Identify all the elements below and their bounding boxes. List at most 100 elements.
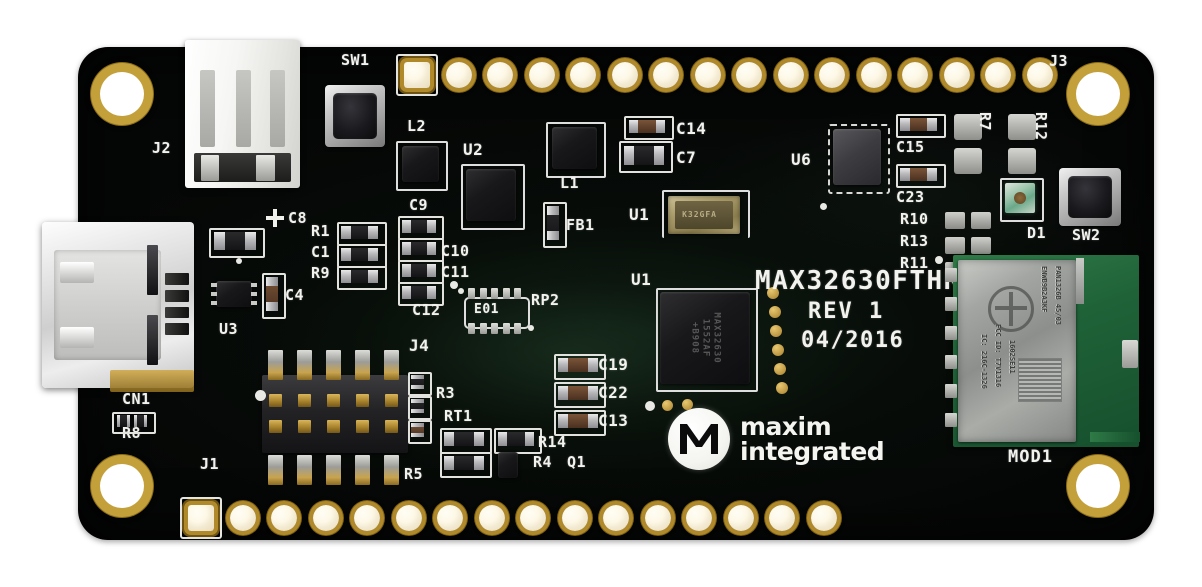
header-pin-bottom-15[interactable] xyxy=(769,505,795,531)
usb-solder-tab-bottom xyxy=(146,314,158,365)
usb-solder-tab-top xyxy=(146,245,158,296)
module-solder-pad-2 xyxy=(945,297,957,311)
inner-header-pin-r1-c5[interactable] xyxy=(385,394,398,407)
inner-header-pin-r2-c5[interactable] xyxy=(385,420,398,433)
inner-header-pin-r1-c4[interactable] xyxy=(356,394,369,407)
pad-outline-c4 xyxy=(262,273,286,319)
component-c1 xyxy=(341,248,378,261)
mounting-hole-top-right xyxy=(1076,72,1120,116)
pad-outline-c12 xyxy=(398,282,444,306)
pad-outline-x1 xyxy=(662,190,750,238)
jst-battery-connector[interactable] xyxy=(185,40,300,188)
header-pin-top-6[interactable] xyxy=(612,62,638,88)
header-pin-bottom-3[interactable] xyxy=(271,505,297,531)
rp2-pad-top-1 xyxy=(468,288,475,299)
header-pin-top-13[interactable] xyxy=(902,62,928,88)
module-solder-pad-6 xyxy=(945,413,957,427)
inner-header-tail-bottom-2 xyxy=(297,455,312,485)
designator-c7: C7 xyxy=(676,148,697,167)
designator-c22: C22 xyxy=(598,383,629,402)
component-u1-mcu: MAX32630 1552AF +B908 xyxy=(660,292,750,384)
pad-outline-c13 xyxy=(624,116,674,140)
header-pin-bottom-10[interactable] xyxy=(562,505,588,531)
header-pin-bottom-5[interactable] xyxy=(354,505,380,531)
module-pcb-edge xyxy=(1090,432,1140,442)
maxim-logo-mark xyxy=(680,424,718,454)
via-j1 xyxy=(255,390,266,401)
usb-pin-fin-4 xyxy=(165,323,190,335)
jst-slot-3 xyxy=(270,69,286,147)
via-c12 xyxy=(450,281,458,289)
component-u3-ic xyxy=(216,281,252,307)
header-pin-bottom-9[interactable] xyxy=(520,505,546,531)
designator-l1: L1 xyxy=(560,174,580,192)
header-pin-top-5[interactable] xyxy=(570,62,596,88)
micro-usb-connector[interactable] xyxy=(42,222,194,388)
header-pin-bottom-6[interactable] xyxy=(396,505,422,531)
header-pin-bottom-2[interactable] xyxy=(230,505,256,531)
maxim-brand-line1: maxim xyxy=(740,412,832,441)
header-pin-bottom-4[interactable] xyxy=(313,505,339,531)
designator-j4: J4 xyxy=(409,336,430,355)
header-pin-bottom-7[interactable] xyxy=(437,505,463,531)
u1-via-5 xyxy=(774,363,786,375)
header-pin-top-16[interactable] xyxy=(1027,62,1053,88)
designator-sw1: SW1 xyxy=(341,51,370,69)
header-pin-top-4[interactable] xyxy=(529,62,555,88)
rp2-pad-bottom-4 xyxy=(503,323,510,334)
header-pin-top-2[interactable] xyxy=(446,62,472,88)
header-pin-top-11[interactable] xyxy=(819,62,845,88)
designator-rt1: FB1 xyxy=(566,216,595,234)
header-pin-bottom-13[interactable] xyxy=(686,505,712,531)
inner-header-pin-r1-c1[interactable] xyxy=(269,394,282,407)
header-pin-bottom-12[interactable] xyxy=(645,505,671,531)
module-shield-line2: ENWB9B2A3KF xyxy=(1040,266,1048,313)
inner-header-pin-r2-c2[interactable] xyxy=(298,420,311,433)
inner-header-body[interactable] xyxy=(262,375,408,453)
jst-pin-1 xyxy=(201,155,220,181)
component-c4 xyxy=(266,277,278,311)
header-pin-top-8[interactable] xyxy=(695,62,721,88)
designator-c8: C8 xyxy=(288,209,308,227)
mounting-hole-bottom-right xyxy=(1076,464,1120,508)
designator-c13: C14 xyxy=(676,119,707,138)
inner-header-pin-r1-c2[interactable] xyxy=(298,394,311,407)
inner-header-tail-bottom-3 xyxy=(326,455,341,485)
header-pin-top-3[interactable] xyxy=(487,62,513,88)
header-pin-top-12[interactable] xyxy=(861,62,887,88)
header-pin-top-14[interactable] xyxy=(944,62,970,88)
component-d1-rgb-led xyxy=(1005,183,1035,213)
inner-header-tail-top-4 xyxy=(355,350,370,380)
designator-x1: U1 xyxy=(629,205,650,224)
pad-outline-rt1 xyxy=(543,202,567,248)
designator-c12: C12 xyxy=(412,301,441,319)
maxim-logo-text: maxim integrated xyxy=(740,412,885,464)
header-pin-top-7[interactable] xyxy=(653,62,679,88)
component-l2-inductor xyxy=(402,146,439,182)
inner-header-pin-r1-c3[interactable] xyxy=(327,394,340,407)
reset-switch-sw1[interactable] xyxy=(325,85,385,147)
component-c15 xyxy=(558,358,598,372)
pad-outline-r8 xyxy=(337,266,387,290)
header-pin-top-10[interactable] xyxy=(778,62,804,88)
header-pin-top-1[interactable] xyxy=(396,54,438,96)
rp2-pad-bottom-5 xyxy=(514,323,521,334)
module-solder-pad-1 xyxy=(945,268,957,282)
header-pin-bottom-1[interactable] xyxy=(180,497,222,539)
header-pin-bottom-16[interactable] xyxy=(811,505,837,531)
usb-pin-fin-1 xyxy=(165,273,190,286)
header-pin-bottom-8[interactable] xyxy=(479,505,505,531)
header-pin-bottom-11[interactable] xyxy=(603,505,629,531)
pad-r11-a xyxy=(1008,114,1036,140)
designator-c14: C15 xyxy=(896,138,925,156)
user-switch-sw2[interactable] xyxy=(1059,168,1121,226)
inner-header-pin-r2-c4[interactable] xyxy=(356,420,369,433)
header-pin-top-15[interactable] xyxy=(985,62,1011,88)
usb-latch-tab-bottom xyxy=(60,326,94,349)
inner-header-pin-r2-c3[interactable] xyxy=(327,420,340,433)
pad-outline-c22 xyxy=(554,382,606,408)
header-pin-top-9[interactable] xyxy=(736,62,762,88)
pad-outline-u2 xyxy=(461,164,525,230)
inner-header-pin-r2-c1[interactable] xyxy=(269,420,282,433)
header-pin-bottom-14[interactable] xyxy=(728,505,754,531)
